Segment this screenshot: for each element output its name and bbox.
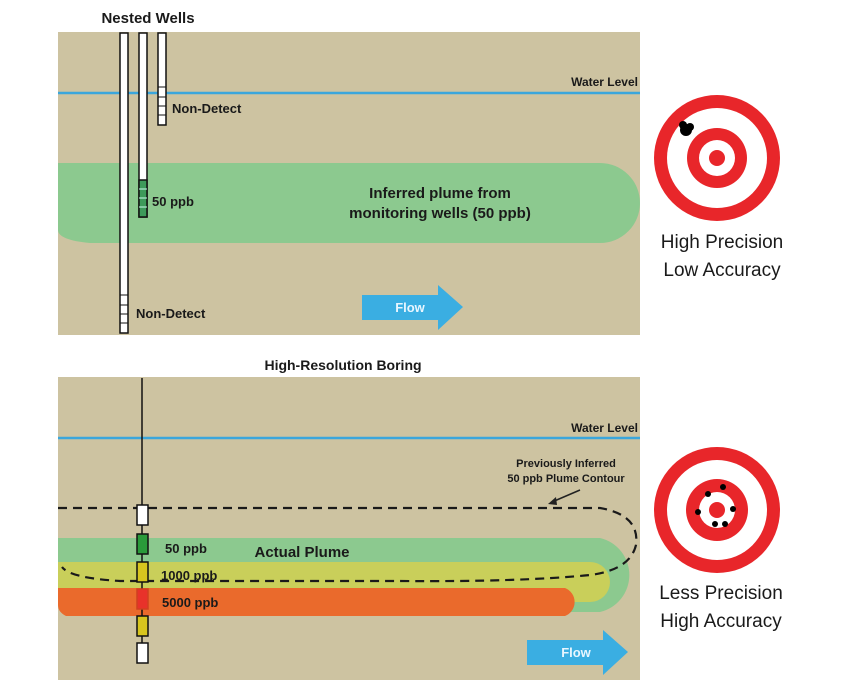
top-flow-label: Flow bbox=[395, 300, 425, 315]
high-resolution-boring-title: High-Resolution Boring bbox=[264, 357, 421, 373]
shot bbox=[705, 491, 711, 497]
boring-sample bbox=[136, 615, 149, 637]
target-2-caption-2: High Accuracy bbox=[660, 611, 782, 632]
target-2-caption-1: Less Precision bbox=[659, 583, 783, 604]
conc-label-1000: 1000 ppb bbox=[161, 568, 217, 583]
target-high-precision bbox=[654, 95, 780, 221]
boring-sample bbox=[136, 561, 149, 583]
contour-label-1: Previously Inferred bbox=[516, 458, 616, 470]
contour-pointer-arrow bbox=[551, 489, 581, 503]
contour-label-2: 50 ppb Plume Contour bbox=[507, 473, 625, 485]
actual-plume-label: Actual Plume bbox=[254, 544, 349, 561]
boring-sample bbox=[136, 504, 149, 526]
target-1-caption-2: Low Accuracy bbox=[663, 260, 781, 281]
bottom-water-level-label: Water Level bbox=[571, 421, 638, 435]
top-flow-arrow: Flow bbox=[362, 285, 463, 330]
shallow-well bbox=[157, 32, 167, 126]
nested-wells-title: Nested Wells bbox=[101, 10, 194, 27]
inferred-plume-label-2: monitoring wells (50 ppb) bbox=[349, 205, 531, 222]
bottom-flow-label: Flow bbox=[561, 645, 591, 660]
contour-pointer-head bbox=[548, 497, 557, 505]
shot bbox=[712, 521, 718, 527]
shot bbox=[722, 521, 728, 527]
middle-well-label: 50 ppb bbox=[152, 194, 194, 209]
conc-label-50: 50 ppb bbox=[165, 541, 207, 556]
middle-well bbox=[138, 32, 148, 218]
top-water-level-label: Water Level bbox=[571, 75, 638, 89]
bottom-soil-panel bbox=[58, 377, 640, 680]
shot bbox=[720, 484, 726, 490]
conc-label-5000: 5000 ppb bbox=[162, 595, 218, 610]
deep-well bbox=[119, 32, 129, 334]
bottom-flow-arrow: Flow bbox=[527, 630, 628, 675]
target-less-precision bbox=[654, 447, 780, 573]
boring bbox=[136, 378, 149, 664]
shot bbox=[695, 509, 701, 515]
inferred-plume-label-1: Inferred plume from bbox=[369, 185, 511, 202]
inferred-plume bbox=[58, 163, 640, 243]
deep-well-label: Non-Detect bbox=[136, 306, 206, 321]
boring-sample bbox=[136, 642, 149, 664]
shot bbox=[730, 506, 736, 512]
actual-plume-5000ppb bbox=[58, 588, 575, 616]
target-1-caption-1: High Precision bbox=[661, 232, 784, 253]
boring-sample bbox=[136, 588, 149, 610]
boring-sample bbox=[136, 533, 149, 555]
shallow-well-label: Non-Detect bbox=[172, 101, 242, 116]
